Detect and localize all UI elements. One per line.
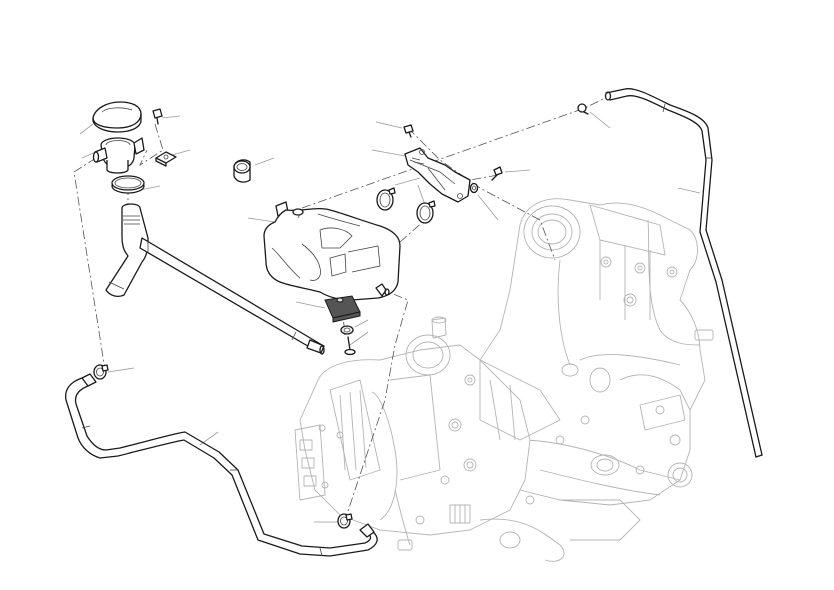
engine-assembly (294, 198, 714, 562)
filler-neck-screw[interactable] (152, 108, 163, 125)
washer[interactable] (340, 325, 354, 335)
filler-neck[interactable] (92, 137, 145, 174)
lower-hose[interactable] (64, 373, 378, 557)
small-clip-top[interactable] (577, 103, 589, 115)
expansion-tank[interactable] (263, 201, 401, 301)
mounting-bracket[interactable] (404, 147, 471, 203)
bracket-screw-side[interactable] (491, 166, 503, 181)
hose-clamp-b[interactable] (416, 200, 436, 224)
hose-clamp-a[interactable] (376, 187, 396, 211)
hose-clamp-left[interactable] (93, 364, 109, 380)
hose-clamp-filler[interactable] (111, 175, 145, 194)
rubber-mount[interactable] (324, 295, 361, 323)
hose-clamp-bottom[interactable] (337, 513, 353, 529)
spacer[interactable] (469, 182, 479, 194)
mount-screw[interactable] (344, 336, 356, 356)
breather-hose-right[interactable] (604, 88, 763, 458)
tank-cap-ring[interactable] (233, 159, 251, 183)
clip-nut[interactable] (155, 151, 177, 167)
radiator-cap[interactable] (92, 101, 142, 133)
bracket-screw-top[interactable] (403, 124, 414, 138)
filler-elbow-pipe[interactable] (105, 203, 325, 355)
